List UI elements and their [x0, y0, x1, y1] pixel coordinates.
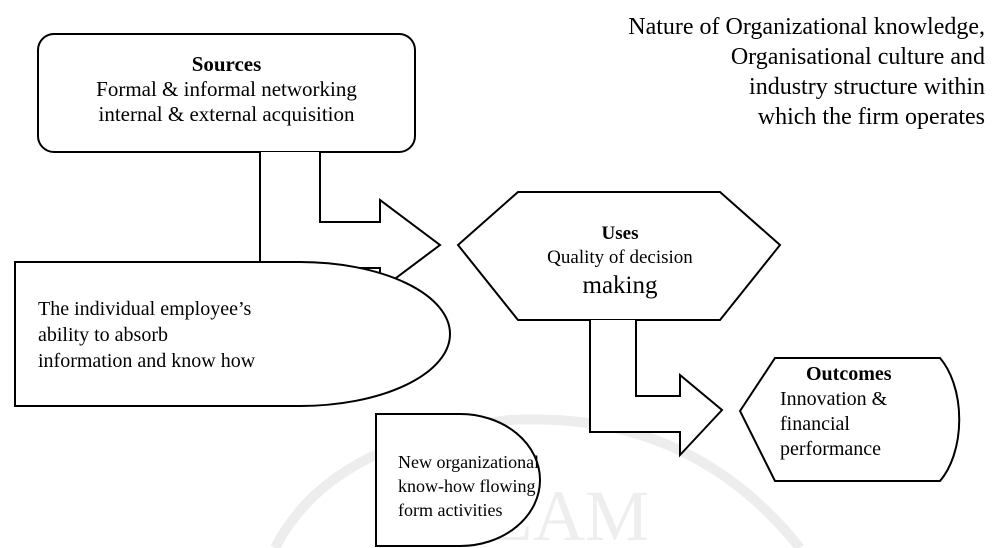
uses-hexagon [456, 191, 782, 321]
uses-line: Quality of decision [547, 247, 693, 268]
context-line: Organisational culture and [730, 44, 985, 70]
new-knowhow-text: New organizational know-how flowing form… [398, 450, 578, 522]
outcomes-line: financial [780, 413, 850, 435]
context-line: which the firm operates [757, 104, 985, 130]
new-knowhow-shape [375, 413, 541, 547]
new-knowhow-line: New organizational [398, 452, 540, 472]
context-line: Nature of Organizational knowledge, [628, 14, 985, 40]
new-knowhow-line: know-how flowing [398, 476, 536, 496]
sources-text: Sources Formal & informal networking int… [40, 52, 413, 127]
individual-text: The individual employee’s ability to abs… [38, 296, 338, 374]
uses-connector [589, 320, 724, 458]
context-label: Nature of Organizational knowledge, Orga… [525, 12, 985, 132]
outcomes-line: Innovation & [780, 388, 888, 410]
outcomes-title: Outcomes [806, 363, 892, 385]
individual-shape [14, 261, 451, 407]
individual-line: information and know how [38, 350, 256, 372]
sources-line: internal & external acquisition [98, 102, 355, 126]
outcomes-line: performance [780, 438, 882, 460]
individual-line: The individual employee’s [38, 298, 252, 320]
uses-line-emphasis: making [582, 272, 658, 299]
context-line: industry structure within [749, 74, 985, 100]
sources-box [37, 33, 416, 153]
sources-title: Sources [191, 52, 262, 76]
outcomes-shape [738, 357, 961, 482]
individual-line: ability to absorb [38, 324, 168, 346]
outcomes-text: Outcomes Innovation & financial performa… [780, 362, 940, 462]
uses-title: Uses [601, 223, 639, 244]
sources-line: Formal & informal networking [96, 77, 357, 101]
uses-text: Uses Quality of decision making [500, 222, 740, 302]
new-knowhow-line: form activities [398, 500, 503, 520]
